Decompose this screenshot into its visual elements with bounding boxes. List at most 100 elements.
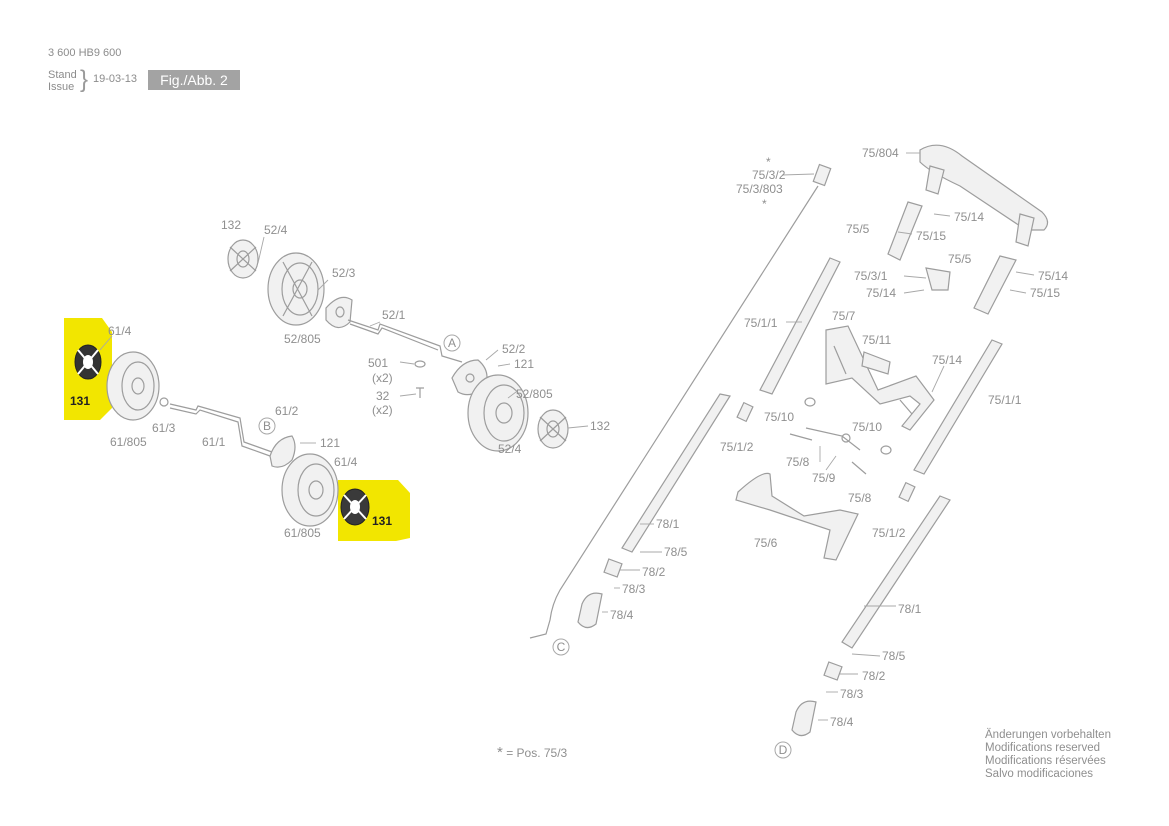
- document-number: 3 600 HB9 600: [48, 47, 122, 59]
- label-78-1: 78/1: [898, 602, 922, 616]
- wheel-61-805-upper: [106, 351, 160, 421]
- label-61-2: 61/2: [275, 404, 299, 418]
- leader-lines: [99, 152, 1035, 721]
- part-labels: 132 52/4 52/3 52/805 52/1 52/2 121 501 (…: [70, 146, 1068, 729]
- label-75-10: 75/10: [764, 410, 794, 424]
- clamp-78-2-right: [823, 661, 843, 681]
- stand-label: Stand: [48, 69, 77, 81]
- label-52-805: 52/805: [284, 332, 321, 346]
- springs-75-10: [804, 397, 892, 455]
- svg-text:C: C: [557, 640, 566, 654]
- part-52-3: [325, 296, 353, 329]
- label-61-805: 61/805: [284, 526, 321, 540]
- label-75-1-1: 75/1/1: [744, 316, 778, 330]
- label-52-3: 52/3: [332, 266, 356, 280]
- label-78-4: 78/4: [610, 608, 634, 622]
- star-note-text: = Pos. 75/3: [506, 746, 568, 760]
- label-78-1: 78/1: [656, 517, 680, 531]
- clips-75-1-2: [736, 401, 916, 503]
- label-75-14: 75/14: [866, 286, 896, 300]
- hub-cap-132-upper: [227, 239, 259, 279]
- axle-52-1: [347, 319, 463, 363]
- label-75-1-2: 75/1/2: [720, 440, 754, 454]
- marker-a: A: [443, 334, 461, 352]
- grip-78-4-left: [577, 592, 603, 629]
- stand-issue-label: Stand Issue: [48, 69, 77, 93]
- note-es: Salvo modificaciones: [985, 768, 1094, 780]
- label-131: 131: [372, 514, 392, 528]
- label-75-8: 75/8: [848, 491, 872, 505]
- label-78-5: 78/5: [664, 545, 688, 559]
- label-501: 501: [368, 356, 388, 370]
- note-en: Modifications reserved: [985, 742, 1101, 754]
- label-75-14: 75/14: [954, 210, 984, 224]
- hub-cap-132-lower: [537, 409, 569, 449]
- frame-75-6: [735, 472, 859, 561]
- screws-501-32: [414, 360, 426, 398]
- wheel-52-805: [267, 252, 325, 326]
- label-75-6: 75/6: [754, 536, 778, 550]
- label-52-1: 52/1: [382, 308, 406, 322]
- label-61-4: 61/4: [334, 455, 358, 469]
- marker-b: B: [258, 417, 276, 435]
- tube-75-1-1-right: [913, 339, 1003, 475]
- note-de: Änderungen vorbehalten: [985, 729, 1111, 741]
- marker-c: C: [552, 638, 570, 656]
- tube-78-1-left: [621, 393, 731, 553]
- cable-75-3: [529, 163, 832, 639]
- bracket-61-2: [269, 435, 296, 468]
- label-78-2: 78/2: [642, 565, 666, 579]
- label-75-1-2: 75/1/2: [872, 526, 906, 540]
- label-75-9: 75/9: [812, 471, 836, 485]
- label-121: 121: [514, 357, 534, 371]
- label-75-15: 75/15: [916, 229, 946, 243]
- figure-label: Fig./Abb. 2: [148, 70, 240, 90]
- label-78-3: 78/3: [622, 582, 646, 596]
- star-footnote: * = Pos. 75/3: [497, 744, 567, 761]
- frame-75-7: [825, 325, 935, 431]
- label-75-10: 75/10: [852, 420, 882, 434]
- label-75-5: 75/5: [846, 222, 870, 236]
- label-75-15: 75/15: [1030, 286, 1060, 300]
- label-61-3: 61/3: [152, 421, 176, 435]
- label-132: 132: [221, 218, 241, 232]
- tube-75-1-1-left: [759, 257, 841, 395]
- label-52-4: 52/4: [498, 442, 522, 456]
- label-75-1-1: 75/1/1: [988, 393, 1022, 407]
- issue-label: Issue: [48, 81, 75, 93]
- label-78-4: 78/4: [830, 715, 854, 729]
- label-x2: (x2): [372, 371, 393, 385]
- clamp-78-2-left: [603, 558, 623, 578]
- label-75-14: 75/14: [1038, 269, 1068, 283]
- handle-75-804: [919, 144, 1049, 247]
- label-75-5: 75/5: [948, 252, 972, 266]
- grip-78-4-right: [791, 700, 817, 737]
- label-32: 32: [376, 389, 390, 403]
- label-75-804: 75/804: [862, 146, 899, 160]
- note-fr: Modifications réservées: [985, 755, 1106, 767]
- label-75-11: 75/11: [862, 333, 891, 347]
- label-61-4: 61/4: [108, 324, 132, 338]
- label-75-8: 75/8: [786, 455, 810, 469]
- hub-cap-131-left: [74, 344, 102, 380]
- grips-75-5: [887, 201, 1017, 315]
- svg-text:B: B: [263, 419, 271, 433]
- hub-cap-131-right: [340, 488, 370, 526]
- part-75-11: [861, 351, 891, 375]
- label-78-5: 78/5: [882, 649, 906, 663]
- label-75-14: 75/14: [932, 353, 962, 367]
- label-52-2: 52/2: [502, 342, 526, 356]
- svg-text:D: D: [779, 743, 788, 757]
- marker-d: D: [774, 741, 792, 759]
- label-121: 121: [320, 436, 340, 450]
- label-52-805: 52/805: [516, 387, 553, 401]
- label-75-3-1: 75/3/1: [854, 269, 888, 283]
- label-78-2: 78/2: [862, 669, 886, 683]
- label-75-3-803: 75/3/803: [736, 182, 783, 196]
- star-icon: *: [762, 197, 767, 211]
- part-75-3-1: [925, 267, 951, 291]
- levers-75-8-75-9: [789, 427, 867, 475]
- tube-78-1-right: [841, 495, 951, 649]
- label-131: 131: [70, 394, 90, 408]
